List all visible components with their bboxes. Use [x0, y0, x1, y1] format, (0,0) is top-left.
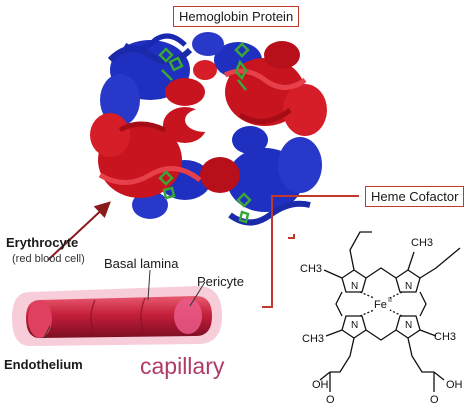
heme-cofactor-title-box: Heme Cofactor — [365, 186, 465, 207]
hemoglobin-title: Hemoglobin Protein — [179, 9, 294, 24]
n-top-right: N — [405, 281, 412, 292]
heme-atom-labels: CH3 CH3 CH3 CH3 N N N N Fe II OH OH O O — [300, 237, 463, 405]
erythrocyte-to-hemoglobin-arrow — [47, 201, 111, 261]
heme-group-bottom-left — [158, 170, 176, 200]
o-left: O — [326, 394, 335, 405]
central-cavity — [185, 108, 225, 132]
heme-bracket-tick — [288, 234, 295, 239]
ch3-bottom-right: CH3 — [434, 331, 456, 343]
beta-chain-bottom-right — [227, 126, 322, 226]
capillary-illustration — [12, 286, 222, 346]
oh-left: OH — [312, 379, 329, 391]
endothelium-pointer — [43, 325, 51, 339]
heme-group-top-right — [234, 42, 250, 91]
vessel-opening — [28, 300, 52, 338]
fe-atom: Fe — [374, 299, 387, 311]
hemoglobin-title-box: Hemoglobin Protein — [173, 6, 300, 27]
n-top-left: N — [351, 281, 358, 292]
oh-right: OH — [446, 379, 463, 391]
pericyte-label: Pericyte — [197, 274, 244, 289]
basal-lamina-label: Basal lamina — [104, 256, 179, 271]
basal-lamina-pointer — [147, 269, 151, 301]
ch3-top-right: CH3 — [411, 237, 433, 249]
heme-group-bottom-right — [236, 192, 252, 224]
hemoglobin-structure — [90, 32, 327, 226]
ch3-left: CH3 — [300, 263, 322, 275]
heme-cofactor-title: Heme Cofactor — [371, 189, 459, 204]
heme-bracket-line — [262, 195, 359, 308]
pericyte-cell — [174, 298, 202, 334]
vessel-tube — [26, 296, 212, 338]
o-right: O — [430, 394, 439, 405]
heme-group-top-left — [158, 47, 184, 81]
heme-structure — [319, 231, 461, 392]
erythrocyte-label: Erythrocyte — [6, 235, 78, 250]
capillary-label: capillary — [140, 353, 225, 379]
ch3-bottom-left: CH3 — [302, 333, 324, 345]
alpha-chain-right — [223, 41, 327, 136]
fe-oxidation-state: II — [388, 297, 392, 304]
pericyte-pointer — [189, 281, 206, 307]
n-bottom-left: N — [351, 320, 358, 331]
alpha-chain-top — [165, 60, 217, 106]
n-bottom-right: N — [405, 320, 412, 331]
erythrocyte-sublabel: (red blood cell) — [12, 253, 85, 265]
endothelium-label: Endothelium — [4, 357, 83, 372]
